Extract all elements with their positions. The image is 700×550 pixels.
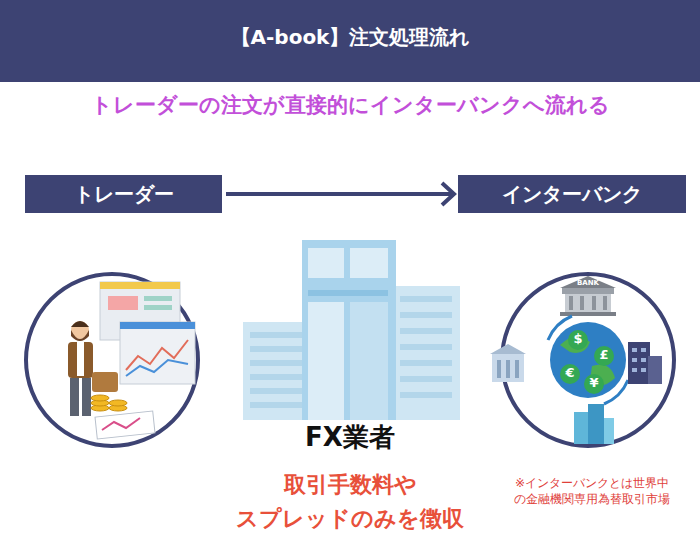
flow-arrow	[226, 183, 454, 205]
subtitle: トレーダーの注文が直接的にインターバンクへ流れる	[0, 92, 700, 119]
footnote: ※インターバンクとは世界中 の金融機関専用為替取引市場	[488, 476, 696, 507]
title-text: 【A-book】注文処理流れ	[0, 24, 700, 50]
company-label: FX業者	[230, 421, 470, 455]
bank-sign: BANK	[568, 279, 608, 288]
fee-note: 取引手数料や スプレッドのみを徴収	[200, 468, 500, 536]
currency-symbol: ¥	[584, 375, 604, 392]
heading-text: トレーダー	[74, 181, 174, 208]
currency-symbol: £	[594, 347, 614, 364]
trader-illustration	[26, 274, 198, 446]
interbank-illustration	[490, 274, 674, 446]
heading-box: トレーダー	[25, 175, 222, 213]
heading-box: インターバンク	[458, 175, 686, 213]
title-band	[0, 0, 700, 82]
currency-symbol: €	[560, 365, 580, 382]
heading-text: インターバンク	[502, 181, 642, 208]
currency-symbol: $	[568, 331, 588, 348]
fx-building	[243, 240, 460, 420]
